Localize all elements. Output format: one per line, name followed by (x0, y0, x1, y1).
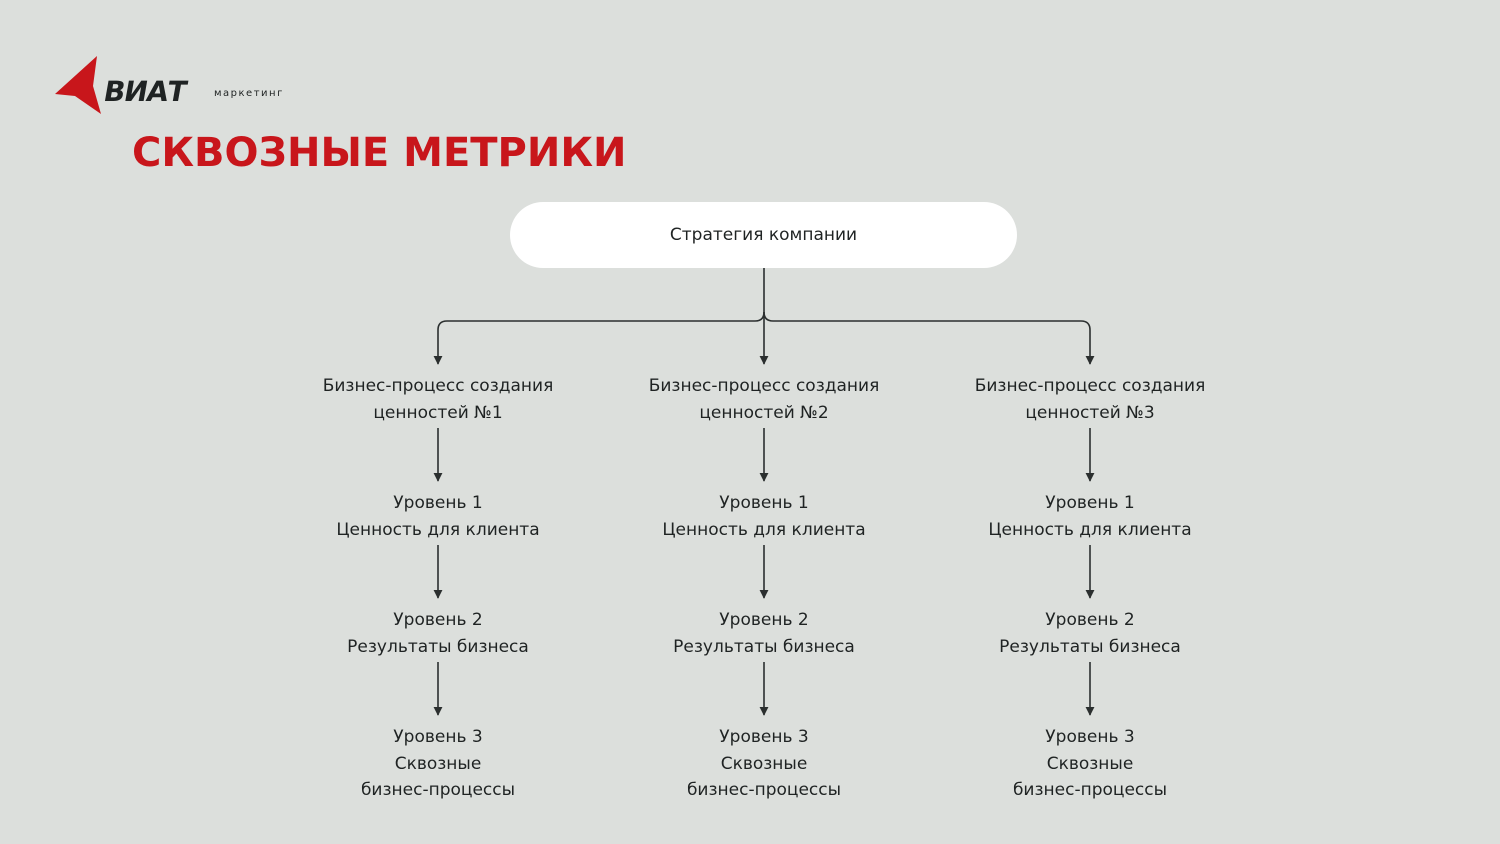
level3-node-3: Уровень 3 Сквозные бизнес-процессы (940, 724, 1240, 804)
level2-node-3: Уровень 2 Результаты бизнеса (940, 607, 1240, 660)
level2-node-3-line-1: Уровень 2 (1045, 610, 1135, 630)
level3-node-1-line-3: бизнес-процессы (360, 780, 516, 800)
level1-node-3-line-2: Ценность для клиента (988, 519, 1192, 540)
process-node-2: Бизнес-процесс создания ценностей №2 (614, 373, 914, 426)
brand-logo-icon (55, 56, 101, 114)
level3-node-2-line-3: бизнес-процессы (686, 780, 842, 800)
level1-node-2-line-2: Ценность для клиента (662, 519, 866, 540)
process-node-1-line-2: ценностей №1 (373, 402, 503, 423)
level2-node-1: Уровень 2 Результаты бизнеса (288, 607, 588, 660)
level3-node-2-line-2: Сквозные (720, 753, 808, 774)
strategy-node: Стратегия компании (510, 202, 1017, 268)
branch-left (433, 311, 765, 365)
process-node-3-line-1: Бизнес-процесс создания (974, 376, 1206, 396)
level3-node-1-line-2: Сквозные (394, 753, 482, 774)
level1-node-2-line-1: Уровень 1 (719, 493, 809, 513)
level2-node-2-line-2: Результаты бизнеса (673, 636, 855, 657)
process-node-2-line-2: ценностей №2 (699, 402, 829, 423)
level3-node-1-line-1: Уровень 3 (393, 727, 483, 747)
process-node-3: Бизнес-процесс создания ценностей №3 (940, 373, 1240, 426)
level3-node-2-line-1: Уровень 3 (719, 727, 809, 747)
level2-node-1-line-1: Уровень 2 (393, 610, 483, 630)
level3-node-3-line-3: бизнес-процессы (1012, 780, 1168, 800)
level2-node-2: Уровень 2 Результаты бизнеса (614, 607, 914, 660)
process-node-1: Бизнес-процесс создания ценностей №1 (288, 373, 588, 426)
process-node-3-line-2: ценностей №3 (1025, 402, 1155, 423)
level1-node-1-line-2: Ценность для клиента (336, 519, 540, 540)
level3-node-3-line-2: Сквозные (1046, 753, 1134, 774)
level1-node-2: Уровень 1 Ценность для клиента (614, 490, 914, 543)
page-title: СКВОЗНЫЕ МЕТРИКИ (132, 130, 627, 176)
process-node-1-line-1: Бизнес-процесс создания (322, 376, 554, 396)
level3-node-2: Уровень 3 Сквозные бизнес-процессы (614, 724, 914, 804)
brand-subtitle: маркетинг (214, 88, 284, 99)
level3-node-1: Уровень 3 Сквозные бизнес-процессы (288, 724, 588, 804)
level3-node-3-line-1: Уровень 3 (1045, 727, 1135, 747)
level2-node-3-line-2: Результаты бизнеса (999, 636, 1181, 657)
branch-right (763, 311, 1095, 365)
level2-node-1-line-2: Результаты бизнеса (347, 636, 529, 657)
level1-node-1: Уровень 1 Ценность для клиента (288, 490, 588, 543)
level1-node-1-line-1: Уровень 1 (393, 493, 483, 513)
process-node-2-line-1: Бизнес-процесс создания (648, 376, 880, 396)
level1-node-3-line-1: Уровень 1 (1045, 493, 1135, 513)
strategy-label: Стратегия компании (669, 225, 858, 245)
level2-node-2-line-1: Уровень 2 (719, 610, 809, 630)
level1-node-3: Уровень 1 Ценность для клиента (940, 490, 1240, 543)
